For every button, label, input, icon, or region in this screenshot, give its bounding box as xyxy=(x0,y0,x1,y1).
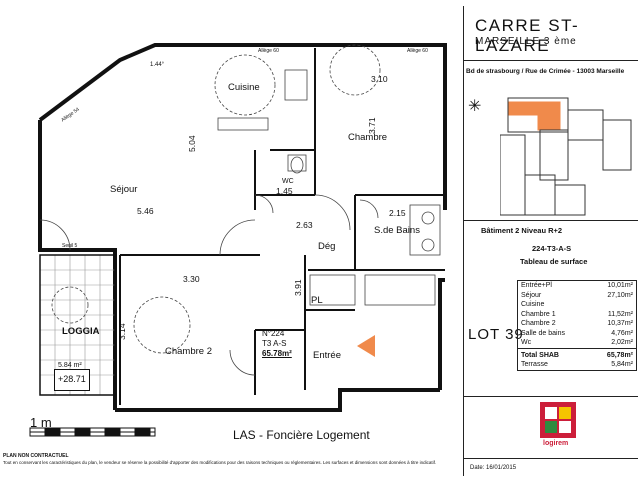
surface-total-value: 5,84m² xyxy=(611,361,633,368)
scale-label: 1 m xyxy=(30,415,52,430)
surface-total-value: 65,78m² xyxy=(589,347,637,360)
entrance-arrow xyxy=(357,335,375,357)
dim-angle: 1.44° xyxy=(150,62,165,68)
surface-total-name: Total SHAB xyxy=(517,347,590,360)
unit-reference: 224-T3-A-S xyxy=(532,244,572,253)
surface-row: Wc 2,02m² xyxy=(518,338,637,348)
surface-room-name: Salle de bains xyxy=(521,329,565,337)
unit-number: N°224 xyxy=(262,329,285,338)
notice-title: PLAN NON CONTRACTUEL xyxy=(3,453,69,459)
logirem-logo xyxy=(540,402,576,438)
surface-row: Chambre 2 10,37m² xyxy=(518,319,637,329)
divider xyxy=(463,60,638,61)
room-chambre: Chambre xyxy=(348,132,388,143)
surface-room-name: Chambre 2 xyxy=(521,320,556,327)
terrace-level: +28.71 xyxy=(58,374,86,384)
room-wc: WC xyxy=(282,178,294,185)
surface-room-value: 4,76m² xyxy=(611,329,633,337)
unit-type: T3 A-S xyxy=(262,339,287,348)
surface-room-value: 27,10m² xyxy=(607,291,633,299)
company-name: LAS - Foncière Logement xyxy=(233,428,370,442)
unit-area: 65.78m² xyxy=(262,349,292,358)
surface-total-row: Terrasse 5,84m² xyxy=(518,360,637,370)
dim-2-63: 2.63 xyxy=(296,220,313,230)
dim-3-10: 3.10 xyxy=(371,74,388,84)
surface-total-name: Terrasse xyxy=(521,361,548,368)
room-deg: Dég xyxy=(318,241,336,252)
divider xyxy=(463,458,638,459)
allege-label-2: Allège 60 xyxy=(407,48,428,54)
plan-date: Date: 16/01/2015 xyxy=(470,465,517,471)
surface-row: Salle de bains 4,76m² xyxy=(518,329,637,339)
dim-5-04: 5.04 xyxy=(187,135,197,152)
terrace-area: 5.84 m² xyxy=(58,362,82,369)
dim-3-30: 3.30 xyxy=(183,274,200,284)
info-panel xyxy=(463,6,639,476)
surface-room-name: Chambre 1 xyxy=(521,310,556,318)
dim-1-45: 1.45 xyxy=(276,186,293,196)
room-sejour: Séjour xyxy=(110,184,138,195)
surface-table-title: Tableau de surface xyxy=(520,257,588,266)
notice-text: Tout en conservant les caractéristiques … xyxy=(3,460,437,465)
room-cuisine: Cuisine xyxy=(228,82,260,93)
surface-row: Séjour 27,10m² xyxy=(518,291,637,301)
logo-text: logirem xyxy=(543,440,569,447)
allege-label-1: Allège 60 xyxy=(258,48,279,54)
surface-room-name: Séjour xyxy=(521,291,542,299)
dim-5-46: 5.46 xyxy=(137,206,154,216)
room-loggia: LOGGIA xyxy=(62,326,100,337)
level-box: +28.71 xyxy=(54,369,90,391)
dim-2-15: 2.15 xyxy=(389,208,406,218)
room-pl: PL xyxy=(311,295,323,306)
surface-room-value: 10,37m² xyxy=(607,320,633,327)
dim-3-14: 3.14 xyxy=(117,323,127,340)
surface-room-value: 2,02m² xyxy=(611,339,633,346)
project-title: CARRE ST-LAZARE xyxy=(475,16,580,55)
project-city: MARSEILLE 3 ème xyxy=(475,36,577,47)
building-level: Bâtiment 2 Niveau R+2 xyxy=(481,226,563,235)
room-sdb: S.de Bains xyxy=(374,225,420,236)
lot-number: LOT 39 xyxy=(468,326,524,343)
surface-row: Entrée+Pl 10,01m² xyxy=(518,281,637,291)
surface-room-value: 11,52m² xyxy=(607,310,633,318)
project-address: Bd de strasbourg / Rue de Crimée - 13003… xyxy=(466,68,625,75)
dim-3-91: 3.91 xyxy=(293,279,303,296)
surface-room-value xyxy=(590,300,637,310)
floor-plan xyxy=(29,43,447,437)
divider xyxy=(463,396,638,397)
seuil-label: Seuil 5 xyxy=(62,243,78,249)
surface-row: Chambre 1 11,52m² xyxy=(518,310,637,320)
dim-3-71: 3.71 xyxy=(367,117,377,134)
room-chambre2: Chambre 2 xyxy=(165,346,212,357)
surface-room-name: Cuisine xyxy=(521,301,545,308)
building-key-plan xyxy=(500,97,632,216)
divider xyxy=(463,220,638,221)
room-entree: Entrée xyxy=(313,350,341,361)
surface-room-value: 10,01m² xyxy=(607,282,633,289)
compass-icon: ✳ xyxy=(468,98,482,115)
surface-room-name: Entrée+Pl xyxy=(521,282,552,289)
surface-room-name: Wc xyxy=(521,339,532,346)
surface-row: Cuisine xyxy=(518,300,637,310)
